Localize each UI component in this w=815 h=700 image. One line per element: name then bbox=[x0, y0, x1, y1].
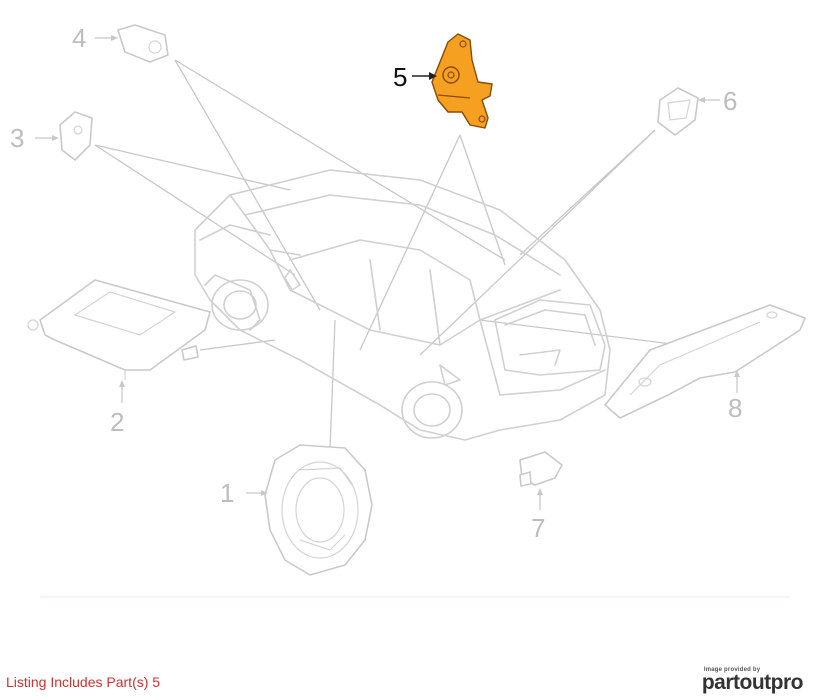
part-2-control-module bbox=[27, 279, 211, 380]
callout-6: 6 bbox=[723, 86, 737, 116]
callout-5: 5 bbox=[393, 62, 407, 92]
part-8-airbag bbox=[604, 304, 806, 419]
callout-2: 2 bbox=[110, 407, 124, 437]
callout-3: 3 bbox=[10, 123, 24, 153]
leader-lines bbox=[94, 59, 681, 451]
callout-arrows bbox=[35, 35, 740, 510]
part-5-sensor-highlighted bbox=[431, 33, 493, 129]
callout-1: 1 bbox=[220, 478, 234, 508]
part-3-sensor bbox=[59, 111, 93, 161]
callout-8: 8 bbox=[728, 393, 742, 423]
vehicle-outline bbox=[194, 169, 611, 441]
callout-4: 4 bbox=[72, 23, 86, 53]
listing-includes-text: Listing Includes Part(s) 5 bbox=[6, 674, 161, 690]
image-credit: Image provided by partoutpro bbox=[701, 667, 804, 694]
part-7-sensor bbox=[519, 451, 563, 487]
credit-caption: Image provided by bbox=[703, 667, 761, 673]
parts-diagram: 4 3 2 1 6 7 8 5 bbox=[10, 23, 806, 598]
callout-labels: 4 3 2 1 6 7 8 5 bbox=[10, 23, 742, 543]
part-1-clock-spring bbox=[264, 444, 373, 576]
part-4-sensor bbox=[117, 24, 169, 63]
callout-7: 7 bbox=[531, 513, 545, 543]
part-6-sensor bbox=[657, 87, 699, 136]
brand-logo: partoutpro bbox=[701, 671, 804, 694]
